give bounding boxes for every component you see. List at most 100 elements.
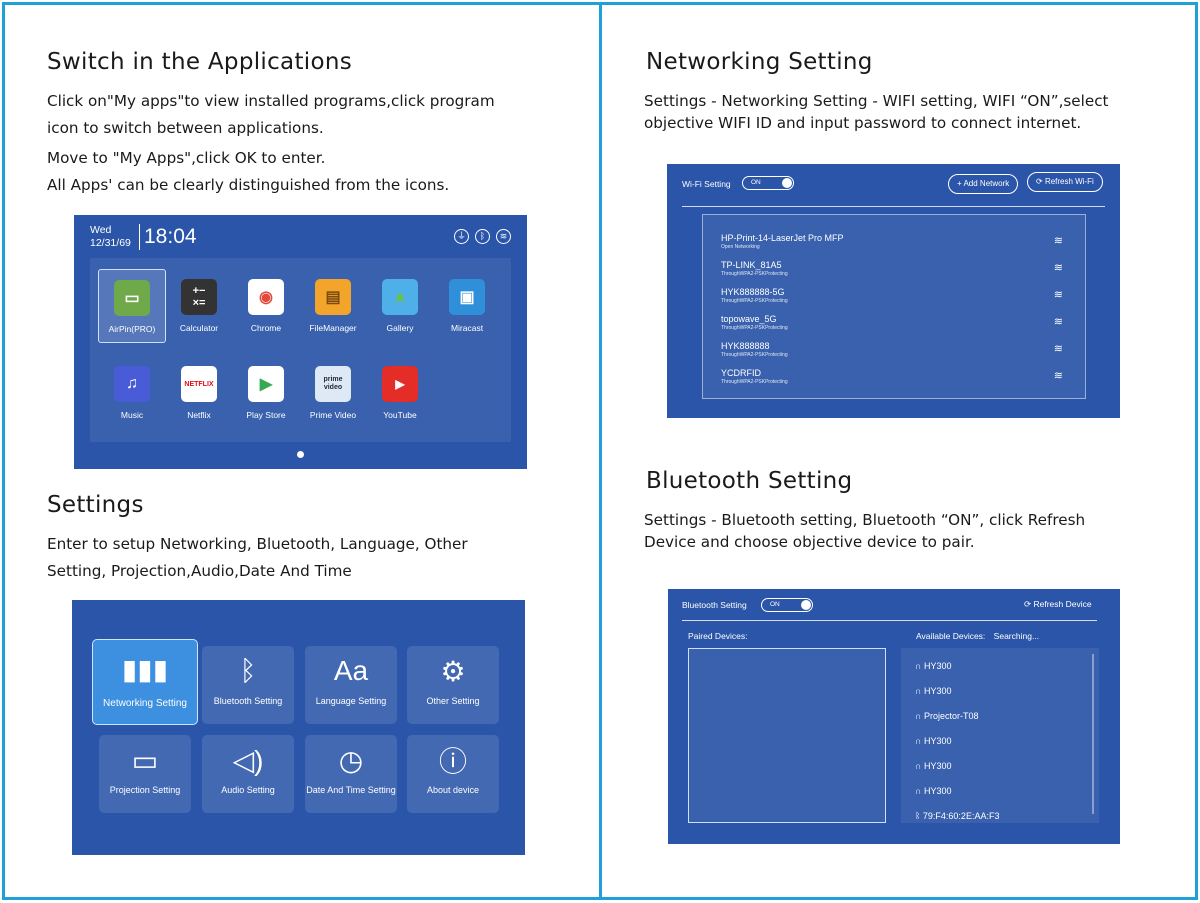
settings-line-2: Setting, Projection,Audio,Date And Time — [47, 562, 352, 580]
music-icon: ♫ — [114, 366, 150, 402]
device-name: HY300 — [923, 786, 952, 796]
network-security: ThroughWPA2-PSKProtecting — [721, 379, 788, 385]
toggle-knob — [782, 178, 792, 188]
toggle-text: ON — [751, 179, 761, 186]
apps-line-2: icon to switch between applications. — [47, 119, 324, 137]
device-item[interactable]: ∩ HY300 — [915, 661, 952, 671]
app-play-store[interactable]: ▶ Play Store — [232, 366, 300, 420]
network-security: ThroughWPA2-PSKProtecting — [721, 298, 788, 304]
apps-line-1: Click on"My apps"to view installed progr… — [47, 92, 495, 110]
wifi-signal-icon: ≋ — [1053, 343, 1063, 355]
toggle-knob — [801, 600, 811, 610]
app-label: AirPin(PRO) — [108, 324, 156, 334]
bluetooth-line-1: Settings - Bluetooth setting, Bluetooth … — [644, 511, 1086, 529]
device-item[interactable]: ∩ HY300 — [915, 686, 952, 696]
app-music[interactable]: ♫ Music — [98, 366, 166, 420]
tile-bluetooth[interactable]: ᛒ Bluetooth Setting — [202, 646, 294, 724]
app-label: Calculator — [179, 323, 219, 333]
app-label: Gallery — [386, 323, 414, 333]
device-item[interactable]: ᛒ 79:F4:60:2E:AA:F3 — [915, 811, 999, 819]
airpin-icon: ▭ — [114, 280, 150, 316]
refresh-icon: ⟳ — [1036, 177, 1045, 186]
paired-devices-label: Paired Devices: — [688, 631, 748, 641]
add-network-button[interactable]: + Add Network — [948, 174, 1019, 194]
app-label: Music — [120, 410, 144, 420]
folder-icon: ▤ — [315, 279, 351, 315]
app-gallery[interactable]: ▲ Gallery — [366, 279, 434, 333]
network-name: topowave_5G — [721, 314, 777, 324]
bluetooth-section-title: Bluetooth Setting — [646, 468, 853, 494]
apps-section-text: Click on"My apps"to view installed progr… — [47, 88, 495, 199]
app-label: Prime Video — [309, 410, 357, 420]
language-icon: Aa — [333, 655, 369, 686]
tile-networking[interactable]: ▮▮▮ Networking Setting — [92, 639, 198, 725]
tile-other[interactable]: ⚙ Other Setting — [407, 646, 499, 724]
app-chrome[interactable]: ◉ Chrome — [232, 279, 300, 333]
wifi-toggle[interactable]: ON — [742, 176, 794, 190]
device-item[interactable]: ∩ HY300 — [915, 761, 952, 771]
device-item[interactable]: ∩ HY300 — [915, 736, 952, 746]
app-airpin[interactable]: ▭ AirPin(PRO) — [98, 269, 166, 343]
wifi-setting-label: Wi-Fi Setting — [682, 179, 731, 189]
app-youtube[interactable]: ▶ YouTube — [366, 366, 434, 420]
tile-label: About device — [426, 785, 480, 795]
apps-line-3: Move to "My Apps",click OK to enter. — [47, 149, 326, 167]
refresh-wifi-label: Refresh Wi-Fi — [1044, 177, 1094, 186]
tile-audio[interactable]: ◁) Audio Setting — [202, 735, 294, 813]
app-prime-video[interactable]: prime video Prime Video — [299, 366, 367, 420]
app-netflix[interactable]: NETFLIX Netflix — [165, 366, 233, 420]
tile-label: Projection Setting — [109, 785, 181, 795]
tile-projection[interactable]: ▭ Projection Setting — [99, 735, 191, 813]
netflix-icon: NETFLIX — [181, 366, 217, 402]
device-name: HY300 — [923, 661, 952, 671]
bluetooth-icon: ᛒ — [239, 655, 257, 686]
home-date-value: 12/31/69 — [90, 237, 131, 249]
device-item[interactable]: ∩ HY300 — [915, 786, 952, 796]
network-name: HYK888888 — [721, 341, 770, 351]
app-filemanager[interactable]: ▤ FileManager — [299, 279, 367, 333]
tile-language[interactable]: Aa Language Setting — [305, 646, 397, 724]
headphones-icon: ∩ — [915, 711, 924, 721]
home-day: Wed — [90, 224, 112, 236]
signal-bars-icon: ▮▮▮ — [121, 653, 169, 685]
app-label: Netflix — [187, 410, 211, 420]
date-separator — [139, 224, 140, 250]
app-miracast[interactable]: ▣ Miracast — [433, 279, 501, 333]
bluetooth-screen: Bluetooth Setting ON ⟳ Refresh Device Pa… — [668, 589, 1120, 844]
plus-icon: + — [957, 179, 964, 188]
tile-label: Other Setting — [426, 696, 480, 706]
headphones-icon: ∩ — [915, 686, 924, 696]
network-name: TP-LINK_81A5 — [721, 260, 782, 270]
settings-line-1: Enter to setup Networking, Bluetooth, La… — [47, 535, 468, 553]
tile-label: Networking Setting — [103, 698, 187, 709]
bluetooth-toggle[interactable]: ON — [761, 598, 813, 612]
prime-video-icon: prime video — [315, 366, 351, 402]
usb-icon: ⏚ — [454, 229, 469, 244]
tile-about[interactable]: ⓘ About device — [407, 735, 499, 813]
network-name: HP-Print-14-LaserJet Pro MFP — [721, 233, 844, 243]
tile-label: Date And Time Setting — [306, 785, 396, 795]
apps-panel — [90, 258, 511, 442]
refresh-device-button[interactable]: ⟳ Refresh Device — [1024, 599, 1092, 610]
apps-line-4: All Apps' can be clearly distinguished f… — [47, 176, 450, 194]
app-calculator[interactable]: +−×= Calculator — [165, 279, 233, 333]
home-date: Wed 12/31/69 — [90, 224, 131, 250]
refresh-wifi-button[interactable]: ⟳ Refresh Wi-Fi — [1027, 172, 1103, 192]
info-icon: ⓘ — [438, 746, 467, 777]
scrollbar[interactable] — [1092, 654, 1094, 814]
tile-date-time[interactable]: ◷ Date And Time Setting — [305, 735, 397, 813]
headphones-icon: ∩ — [915, 661, 924, 671]
device-item[interactable]: ∩ Projector-T08 — [915, 711, 979, 721]
page-indicator-dot — [297, 451, 304, 458]
network-security: ThroughWPA2-PSKProtecting — [721, 325, 788, 331]
clock-icon: ◷ — [338, 744, 364, 776]
settings-section-text: Enter to setup Networking, Bluetooth, La… — [47, 531, 468, 585]
available-devices-label: Available Devices: Searching... — [916, 631, 1039, 641]
